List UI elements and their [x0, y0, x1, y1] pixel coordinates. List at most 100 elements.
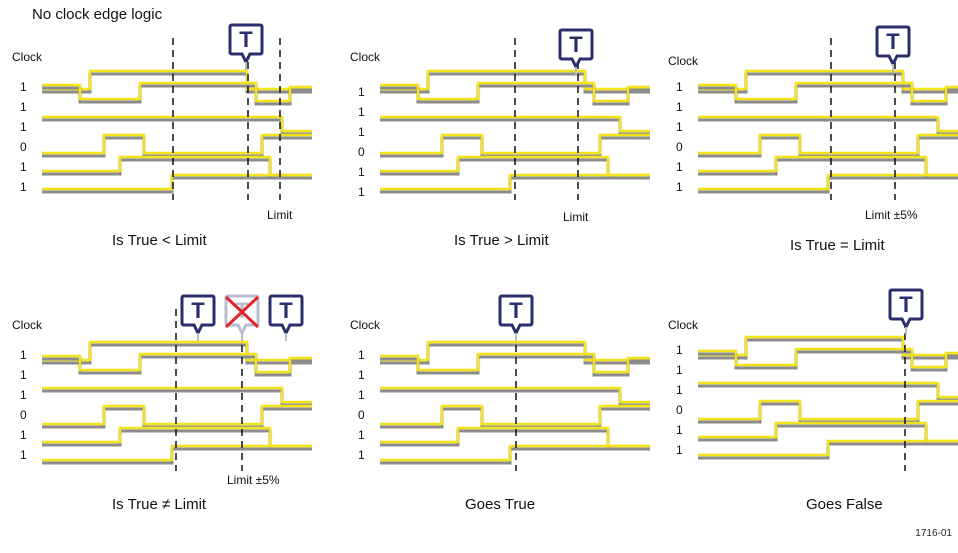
signal-line-3: [698, 381, 958, 399]
signal-line-2: [42, 352, 312, 374]
waveform-diagram: [698, 309, 958, 471]
signal-line-1: [380, 69, 650, 91]
bit-value-5: 1: [358, 428, 365, 442]
clock-label: Clock: [12, 318, 43, 332]
trigger-icon: T: [558, 27, 594, 75]
waveform-diagram: [380, 38, 650, 200]
bit-value-4: 0: [20, 408, 27, 422]
bit-value-3: 1: [676, 383, 683, 397]
signal-line-1: [698, 335, 958, 357]
signal-line-6: [698, 173, 958, 191]
signal-line-6: [380, 173, 650, 191]
waveform-diagram: [380, 309, 650, 471]
bit-value-1: 1: [358, 85, 365, 99]
svg-text:T: T: [886, 29, 900, 54]
trigger-icon: T: [228, 22, 264, 70]
signal-line-1: [380, 340, 650, 362]
limit-label: Limit: [563, 210, 589, 224]
bit-value-5: 1: [676, 423, 683, 437]
signal-line-4: [698, 133, 958, 155]
figure-id: 1716-01: [915, 528, 952, 539]
limit-label: Limit ±5%: [865, 208, 918, 222]
signal-shadow-1: [42, 72, 312, 94]
signal-line-2: [380, 81, 650, 103]
svg-text:T: T: [899, 292, 913, 317]
signal-line-3: [42, 115, 312, 133]
signal-line-1: [42, 340, 312, 362]
bit-value-6: 1: [676, 180, 683, 194]
signal-line-2: [698, 81, 958, 103]
bit-value-2: 1: [20, 100, 27, 114]
bit-value-2: 1: [676, 363, 683, 377]
clock-label: Clock: [12, 50, 43, 64]
bit-value-6: 1: [358, 185, 365, 199]
condition-label: Is True = Limit: [790, 237, 885, 254]
bit-value-1: 1: [358, 348, 365, 362]
bit-value-6: 1: [358, 448, 365, 462]
waveform-diagram: [42, 309, 312, 471]
rejected-trigger-icon: T: [224, 293, 260, 341]
signal-shadow-1: [380, 343, 650, 365]
bit-value-3: 1: [20, 388, 27, 402]
signal-line-1: [698, 69, 958, 91]
condition-label: Goes True: [465, 496, 536, 513]
signal-shadow-3: [698, 118, 958, 136]
signal-line-6: [698, 439, 958, 457]
signal-line-6: [380, 444, 650, 462]
clock-label: Clock: [350, 50, 381, 64]
bit-value-2: 1: [358, 105, 365, 119]
bit-value-5: 1: [358, 165, 365, 179]
clock-label: Clock: [668, 318, 699, 332]
signal-shadow-3: [380, 389, 650, 407]
svg-text:T: T: [191, 298, 205, 323]
signal-line-4: [42, 133, 312, 155]
bit-value-1: 1: [20, 348, 27, 362]
waveform-diagram: [42, 38, 312, 200]
svg-text:T: T: [569, 32, 583, 57]
waveform-diagram: [698, 38, 958, 200]
condition-label: Is True > Limit: [454, 232, 549, 249]
clock-label: Clock: [668, 54, 699, 68]
bit-value-4: 0: [676, 403, 683, 417]
bit-value-6: 1: [676, 443, 683, 457]
signal-line-3: [380, 115, 650, 133]
limit-label: Limit ±5%: [227, 473, 280, 487]
signal-line-2: [698, 347, 958, 369]
signal-line-2: [380, 352, 650, 374]
bit-value-4: 0: [358, 408, 365, 422]
signal-line-4: [380, 404, 650, 426]
svg-text:T: T: [239, 27, 253, 52]
signal-line-3: [380, 386, 650, 404]
bit-value-3: 1: [358, 125, 365, 139]
signal-line-4: [698, 399, 958, 421]
bit-value-4: 0: [20, 140, 27, 154]
signal-shadow-3: [42, 389, 312, 407]
signal-line-3: [698, 115, 958, 133]
bit-value-1: 1: [676, 80, 683, 94]
signal-line-2: [42, 81, 312, 103]
signal-line-4: [380, 133, 650, 155]
bit-value-6: 1: [20, 180, 27, 194]
bit-value-1: 1: [676, 343, 683, 357]
bit-value-5: 1: [20, 160, 27, 174]
bit-value-3: 1: [358, 388, 365, 402]
trigger-icon: T: [875, 24, 911, 72]
svg-text:T: T: [509, 298, 523, 323]
signal-shadow-1: [698, 72, 958, 94]
signal-shadow-3: [698, 384, 958, 402]
bit-value-5: 1: [676, 160, 683, 174]
trigger-icon: T: [888, 287, 924, 335]
signal-line-1: [42, 69, 312, 91]
signal-shadow-1: [380, 72, 650, 94]
bit-value-4: 0: [358, 145, 365, 159]
bit-value-4: 0: [676, 140, 683, 154]
limit-label: Limit: [267, 208, 293, 222]
bit-value-2: 1: [676, 100, 683, 114]
bit-value-3: 1: [676, 120, 683, 134]
